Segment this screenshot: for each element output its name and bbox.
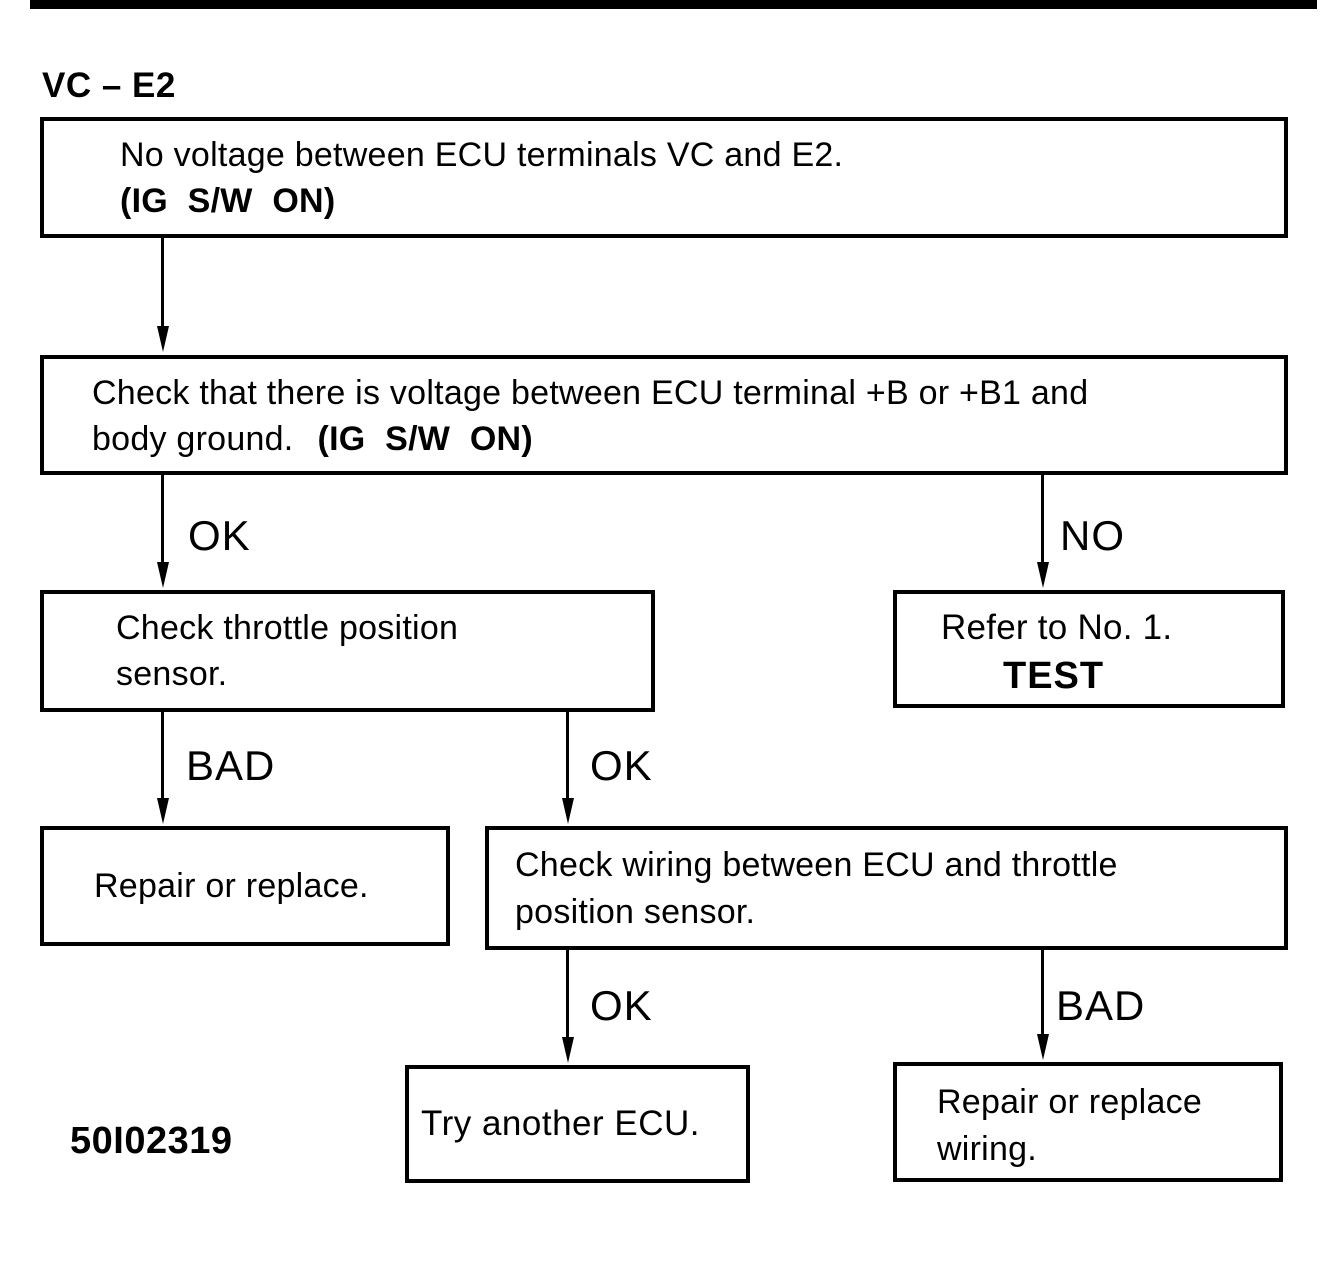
flow-arrowhead-start-to-voltage [157,326,169,352]
flow-box-try-ecu: Try another ECU. [405,1065,750,1183]
flow-box-repair-replace: Repair or replace. [40,826,450,946]
flow-arrowhead-tps-ok [562,798,574,824]
flow-box-start: No voltage between ECU terminals VC and … [40,117,1288,238]
flow-arrow-line-voltage-no [1041,475,1044,564]
flow-arrowhead-wiring-ok [562,1037,574,1063]
flow-box-check-tps: Check throttle position sensor. [40,590,655,712]
branch-label-wiring-bad: BAD [1056,982,1146,1029]
flow-box-check-voltage-line1: Check that there is voltage between ECU … [92,374,1089,412]
branch-label-tps-bad: BAD [186,742,276,789]
doc-code: 50I02319 [70,1120,233,1162]
flow-arrow-line-wiring-ok [566,950,569,1037]
flow-box-check-voltage-line2: body ground. (IG S/W ON) [92,416,1284,462]
flow-box-refer-test-line1: Refer to No. 1. [941,608,1173,647]
flow-box-try-ecu-line1: Try another ECU. [421,1104,701,1143]
scan-edge-bar [30,0,1317,9]
branch-label-wiring-ok: OK [590,982,653,1029]
flow-box-check-voltage-line2-text: body ground. [92,420,294,458]
flow-arrowhead-voltage-no [1037,562,1049,588]
flow-arrow-line-voltage-ok [161,475,164,564]
flow-box-check-voltage-line2-note: (IG S/W ON) [317,420,533,458]
flow-arrowhead-tps-bad [157,798,169,824]
flow-box-check-voltage: Check that there is voltage between ECU … [40,355,1288,475]
flow-box-check-tps-line1: Check throttle position [116,609,459,647]
flow-box-check-wiring: Check wiring between ECU and throttle po… [485,826,1288,950]
flow-box-repair-wiring: Repair or replace wiring. [893,1062,1283,1182]
flow-box-check-wiring-line2: position sensor. [515,893,756,931]
flow-box-repair-wiring-line2: wiring. [937,1130,1037,1168]
flow-box-refer-test-line2: TEST [1003,655,1105,697]
flow-arrow-line-tps-ok [566,712,569,798]
branch-label-voltage-no: NO [1060,512,1125,559]
branch-label-tps-ok: OK [590,742,653,789]
flow-arrow-line-wiring-bad [1041,950,1044,1034]
flow-box-repair-replace-line1: Repair or replace. [94,867,369,905]
page-title: VC – E2 [42,66,176,105]
flow-arrow-line-tps-bad [161,712,164,798]
branch-label-voltage-ok: OK [188,512,251,559]
flow-box-repair-wiring-line1: Repair or replace [937,1083,1203,1121]
flow-box-start-line2: (IG S/W ON) [120,182,336,220]
flow-arrowhead-wiring-bad [1037,1034,1049,1060]
flow-box-check-tps-line2: sensor. [116,655,228,693]
flow-box-refer-test: Refer to No. 1. TEST [893,590,1285,708]
flow-arrowhead-voltage-ok [157,562,169,588]
flow-box-start-line1: No voltage between ECU terminals VC and … [120,136,844,174]
flow-box-check-wiring-line1: Check wiring between ECU and throttle [515,846,1118,884]
flow-arrow-line-start-to-voltage [161,238,164,328]
